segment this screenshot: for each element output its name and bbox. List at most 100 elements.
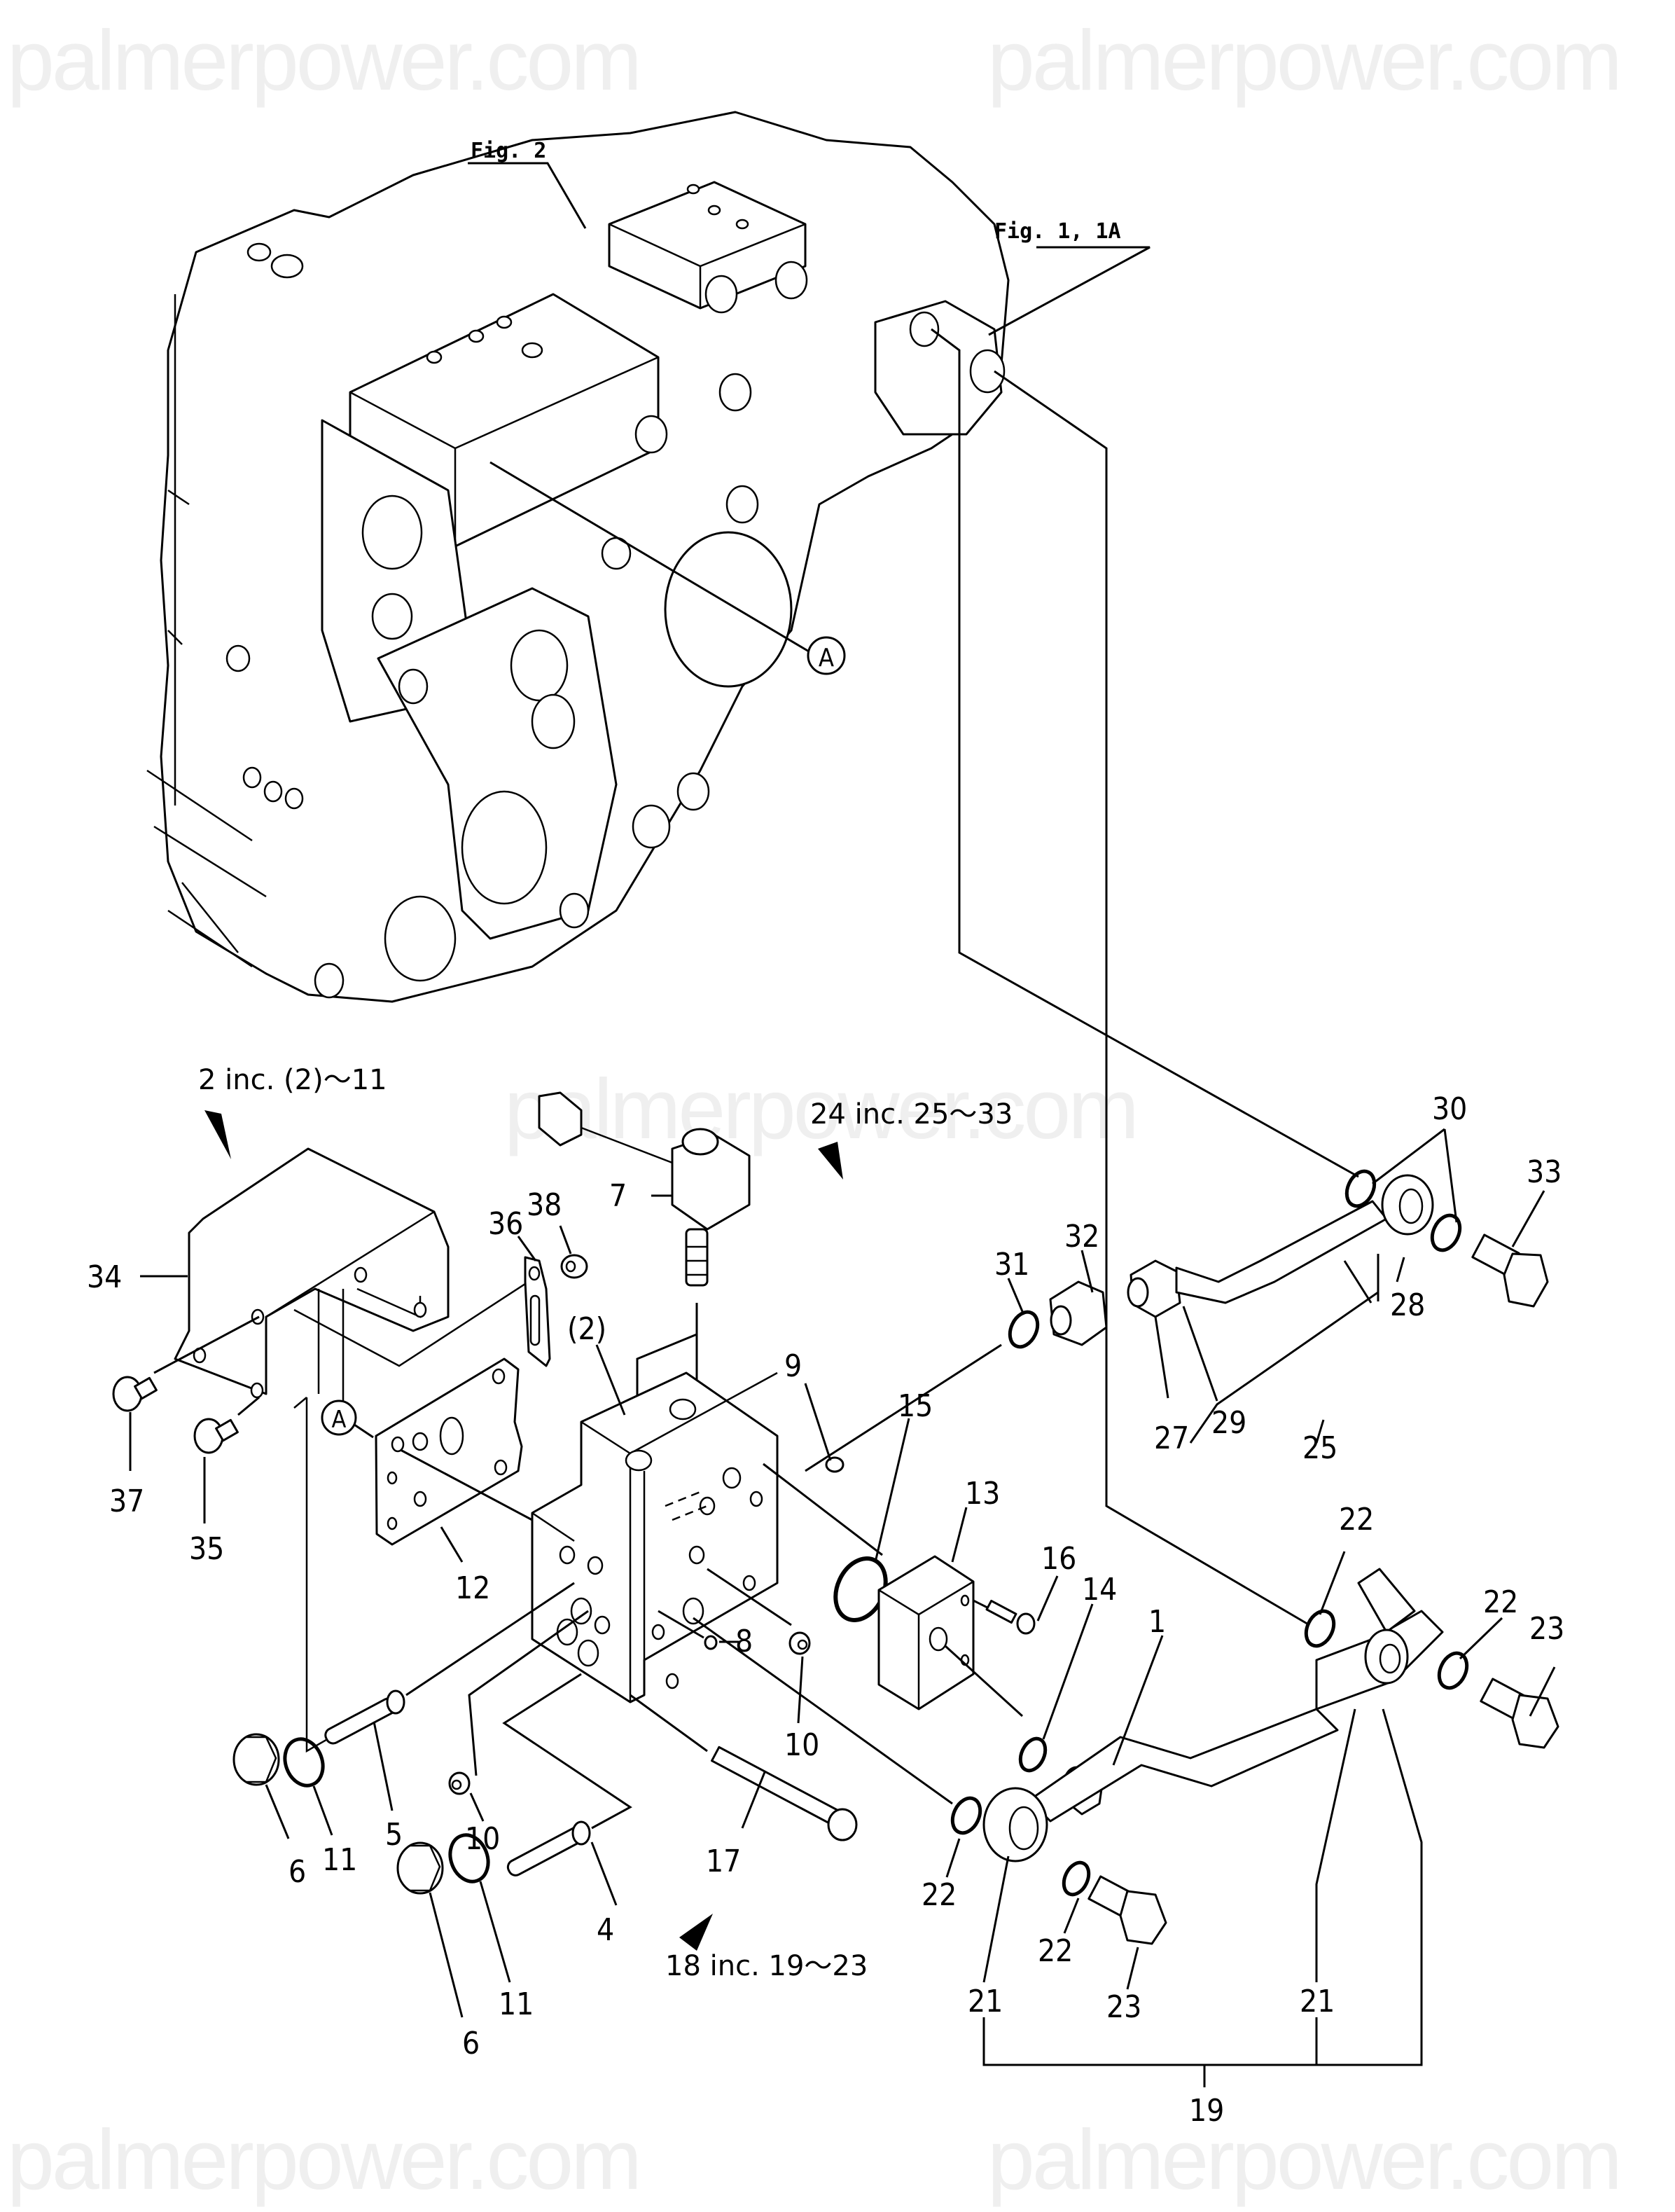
callout-22c[interactable]: 22 bbox=[1339, 1502, 1374, 1537]
block-to-5-line bbox=[405, 1582, 575, 1696]
callout-23b[interactable]: 23 bbox=[1529, 1611, 1564, 1647]
part-8-plug[interactable] bbox=[704, 1635, 718, 1650]
callout-10b[interactable]: 10 bbox=[784, 1727, 819, 1763]
assembly-18-arrow-icon bbox=[679, 1914, 713, 1951]
cover-bracket-link bbox=[293, 1273, 540, 1367]
part-11-oring-a[interactable] bbox=[279, 1734, 329, 1791]
callout-19[interactable]: 19 bbox=[1189, 2093, 1224, 2129]
part-30-washers[interactable] bbox=[1342, 1167, 1466, 1254]
plate-to-washer-line bbox=[944, 1645, 1024, 1717]
part-35-bolt[interactable] bbox=[193, 1396, 260, 1454]
part-10-plug-b[interactable] bbox=[788, 1631, 811, 1655]
callout-6a[interactable]: 6 bbox=[289, 1854, 306, 1890]
callout-13[interactable]: 13 bbox=[965, 1476, 1000, 1512]
callout-35[interactable]: 35 bbox=[189, 1531, 224, 1567]
part-6-plug-a[interactable] bbox=[232, 1733, 280, 1786]
assembly-2: 2 inc. (2)～11 bbox=[198, 1064, 387, 1159]
callout-11a[interactable]: 11 bbox=[322, 1842, 357, 1878]
callout-31[interactable]: 31 bbox=[994, 1247, 1029, 1283]
callout-34[interactable]: 34 bbox=[87, 1259, 122, 1295]
callout-22a[interactable]: 22 bbox=[922, 1877, 957, 1913]
callout-5[interactable]: 5 bbox=[385, 1817, 403, 1853]
detail-marker-a-engine[interactable]: A bbox=[489, 461, 846, 675]
callout-23a[interactable]: 23 bbox=[1106, 1989, 1141, 2025]
callout-2[interactable]: (2) bbox=[567, 1311, 606, 1347]
detail-marker-a-label: A bbox=[819, 644, 834, 672]
part-4-spool[interactable] bbox=[506, 1820, 591, 1878]
callout-8[interactable]: 8 bbox=[735, 1624, 753, 1659]
callout-7[interactable]: 7 bbox=[609, 1178, 627, 1214]
part-12-gasket[interactable] bbox=[375, 1357, 523, 1546]
callout-9[interactable]: 9 bbox=[784, 1348, 802, 1384]
detail-marker-a-gasket[interactable]: A bbox=[321, 1399, 374, 1439]
figure-ref-fig1-1a[interactable]: Fig. 1, 1A bbox=[988, 219, 1151, 336]
part-10-plug-a[interactable] bbox=[448, 1771, 471, 1795]
figure-ref-fig1-1a-label: Fig. 1, 1A bbox=[994, 219, 1121, 244]
part-11-oring-b[interactable] bbox=[444, 1830, 494, 1887]
callout-32[interactable]: 32 bbox=[1064, 1219, 1099, 1254]
part-37-bolt[interactable] bbox=[112, 1315, 260, 1412]
part-21-pipe[interactable] bbox=[982, 1568, 1444, 1862]
callout-28[interactable]: 28 bbox=[1390, 1287, 1425, 1323]
callout-10a[interactable]: 10 bbox=[465, 1821, 500, 1857]
callout-22d[interactable]: 22 bbox=[1483, 1584, 1518, 1620]
part-32-adapter[interactable] bbox=[1049, 1280, 1108, 1346]
callout-12[interactable]: 12 bbox=[455, 1570, 490, 1606]
figure-ref-fig2[interactable]: Fig. 2 bbox=[468, 139, 587, 229]
detail-marker-a-gasket-label: A bbox=[332, 1406, 347, 1434]
callouts: 34 37 35 36 38 7 (2) 12 9 15 13 16 14 1 … bbox=[87, 1091, 1564, 2129]
part-13-plate[interactable] bbox=[877, 1555, 975, 1710]
watermark-top-right: palmerpower.com bbox=[987, 13, 1620, 108]
part-16-bolt[interactable] bbox=[985, 1599, 1036, 1635]
part-36-bracket[interactable] bbox=[524, 1256, 551, 1367]
part-2-valve-block[interactable] bbox=[531, 1371, 779, 1703]
part-38-nut[interactable] bbox=[560, 1254, 588, 1279]
callout-30[interactable]: 30 bbox=[1432, 1091, 1467, 1127]
callout-36[interactable]: 36 bbox=[488, 1206, 523, 1242]
watermark-bottom-right: palmerpower.com bbox=[987, 2112, 1620, 2207]
part-5-spool[interactable] bbox=[323, 1689, 405, 1746]
part-22-washers[interactable] bbox=[947, 1607, 1473, 1899]
part-28-pipe[interactable] bbox=[1175, 1174, 1434, 1304]
part-14-washer[interactable] bbox=[1015, 1734, 1050, 1774]
callout-1[interactable]: 1 bbox=[1148, 1604, 1166, 1640]
part-33-bolt[interactable] bbox=[1471, 1233, 1549, 1308]
callout-37[interactable]: 37 bbox=[109, 1484, 144, 1519]
watermark-top-left: palmerpower.com bbox=[7, 13, 639, 108]
callout-29[interactable]: 29 bbox=[1211, 1405, 1246, 1441]
callout-4[interactable]: 4 bbox=[597, 1912, 614, 1948]
callout-17[interactable]: 17 bbox=[706, 1844, 741, 1879]
block-to-22-line bbox=[693, 1617, 953, 1805]
assembly-24-label: 24 inc. 25～33 bbox=[810, 1098, 1013, 1131]
part-9-plug[interactable] bbox=[825, 1456, 845, 1473]
callout-6b[interactable]: 6 bbox=[462, 2026, 480, 2061]
part-6-plug-b[interactable] bbox=[396, 1841, 444, 1895]
callout-21b[interactable]: 21 bbox=[1300, 1984, 1335, 2019]
callout-14[interactable]: 14 bbox=[1082, 1572, 1117, 1608]
part-17-bolt[interactable] bbox=[711, 1746, 858, 1841]
callout-21a[interactable]: 21 bbox=[968, 1984, 1003, 2019]
part-34-cover[interactable] bbox=[174, 1147, 450, 1401]
part-23-bolts[interactable] bbox=[1087, 1678, 1559, 1945]
connection-line-upper bbox=[931, 328, 1359, 1178]
callout-33[interactable]: 33 bbox=[1527, 1154, 1562, 1190]
callout-16[interactable]: 16 bbox=[1041, 1541, 1076, 1577]
callout-22b[interactable]: 22 bbox=[1038, 1933, 1073, 1969]
block-to-10b-line bbox=[707, 1568, 792, 1626]
part-27-29-fitting[interactable] bbox=[1127, 1259, 1181, 1318]
leader-lines bbox=[129, 1128, 1556, 2087]
callout-15[interactable]: 15 bbox=[898, 1388, 933, 1424]
callout-27[interactable]: 27 bbox=[1154, 1420, 1189, 1456]
part-31-washer[interactable] bbox=[1005, 1308, 1043, 1351]
callout-25[interactable]: 25 bbox=[1302, 1430, 1337, 1466]
detail-marker-circle bbox=[807, 636, 846, 675]
callout-38[interactable]: 38 bbox=[527, 1187, 562, 1223]
plate-to-bolt-line bbox=[973, 1599, 988, 1609]
connection-line-lower bbox=[994, 370, 1310, 1626]
part-7-solenoid[interactable] bbox=[538, 1091, 751, 1499]
assembly-24: 24 inc. 25～33 bbox=[810, 1098, 1013, 1180]
block-to-8-line bbox=[658, 1610, 704, 1639]
callout-11b[interactable]: 11 bbox=[499, 1986, 534, 2022]
assembly-18: 18 inc. 19～23 bbox=[665, 1914, 868, 1982]
